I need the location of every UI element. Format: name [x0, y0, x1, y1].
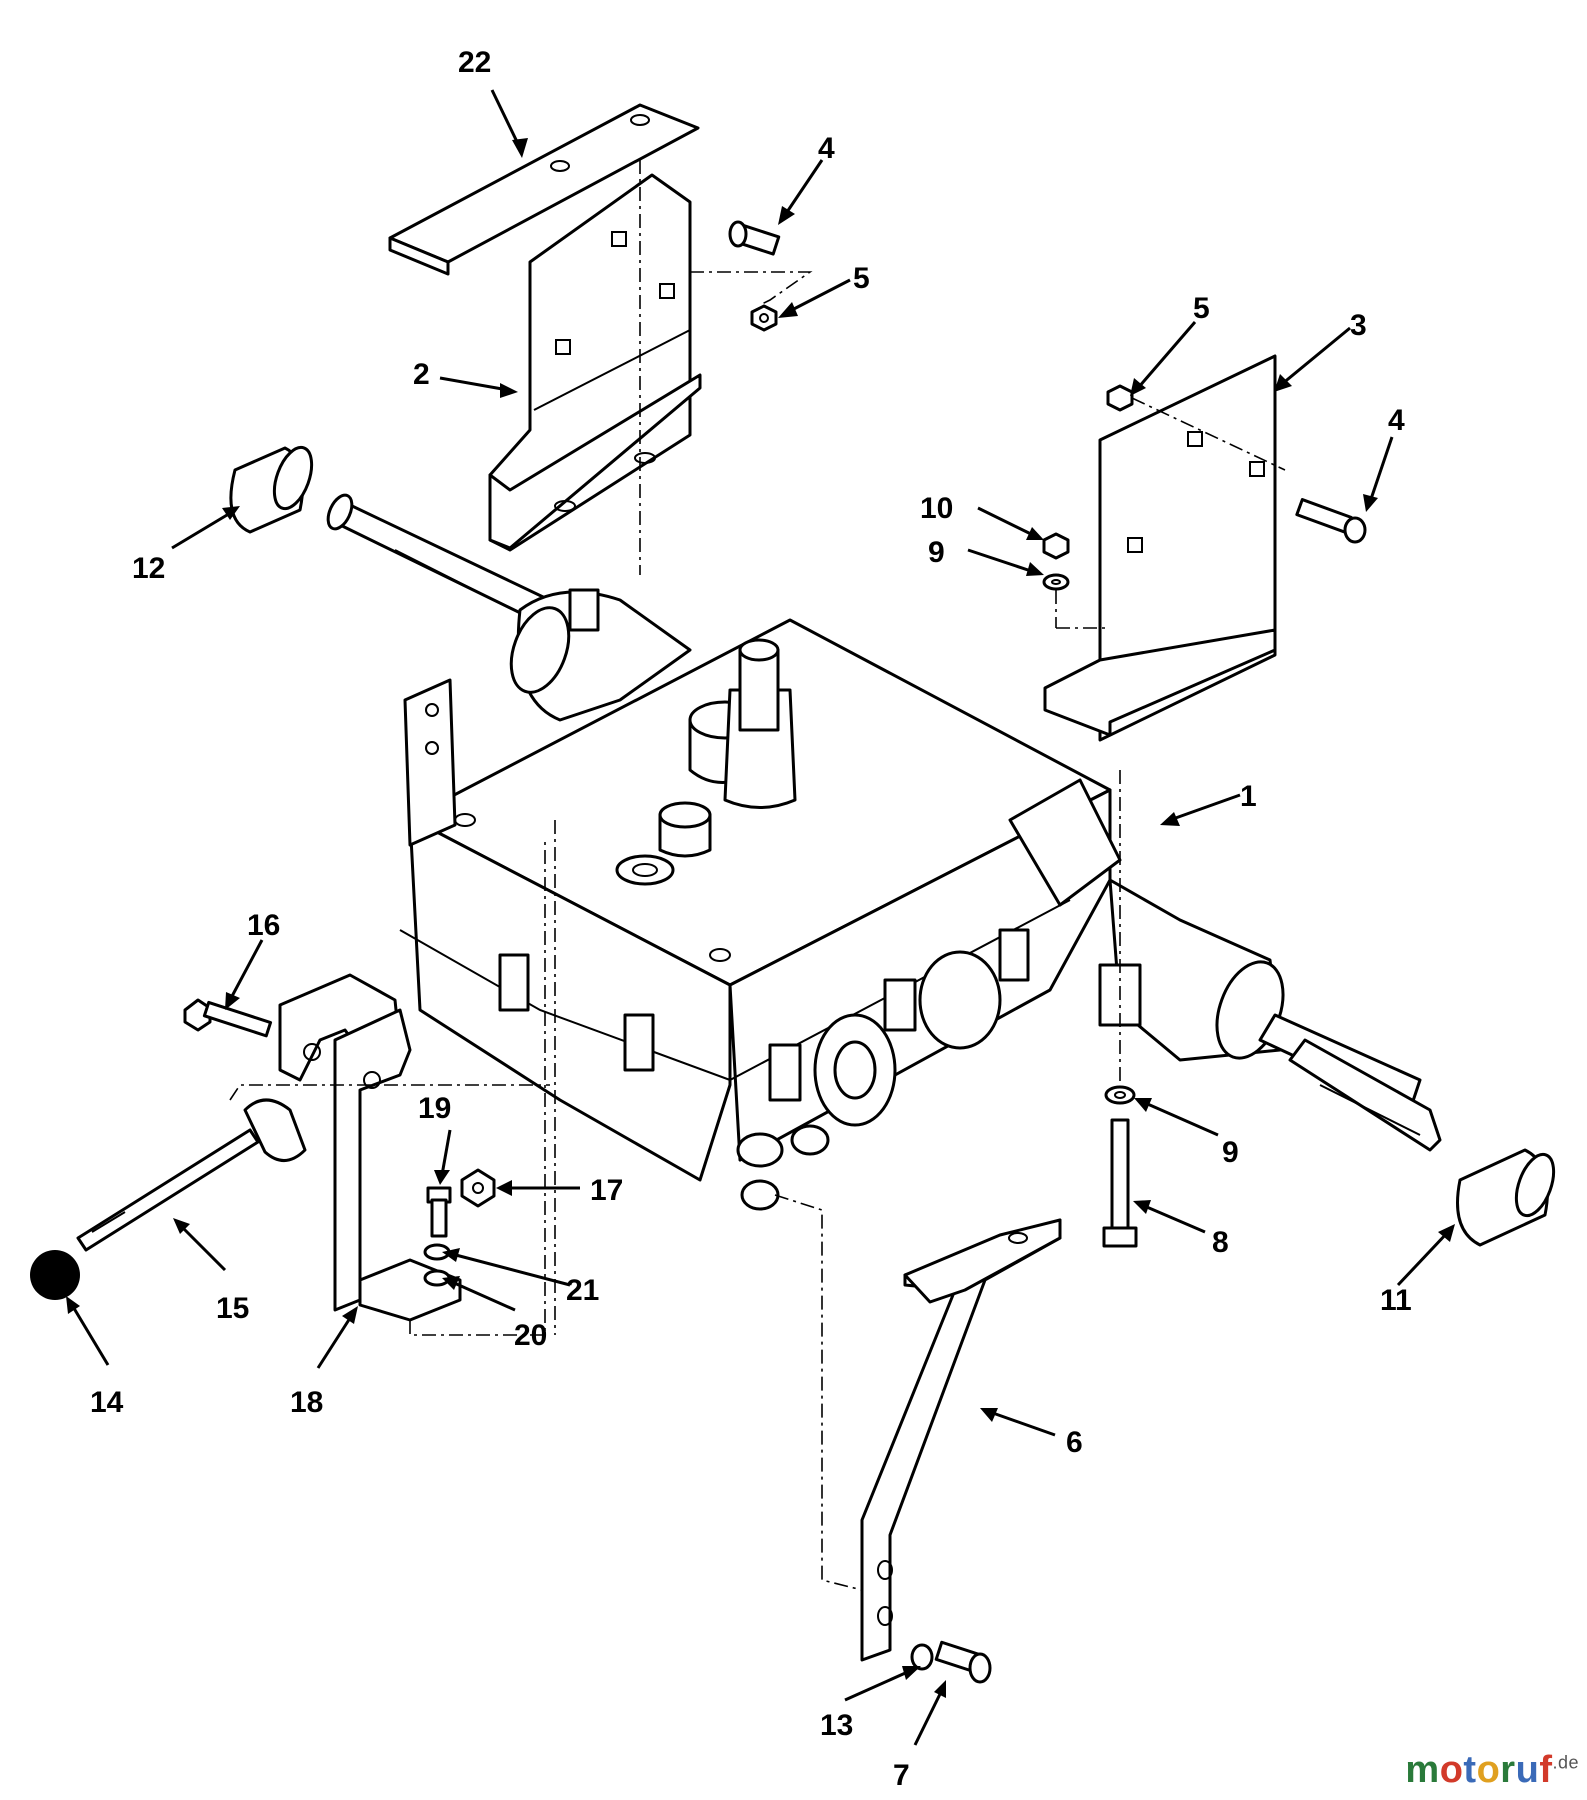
callout-12: 12 [132, 552, 165, 585]
part-16-bolt [183, 998, 273, 1038]
watermark-domain: .de [1552, 1752, 1579, 1773]
callout-8: 8 [1212, 1226, 1229, 1259]
watermark-letter: r [1500, 1749, 1516, 1791]
part-9-washer-upper [1042, 573, 1070, 591]
callout-16: 16 [247, 909, 280, 942]
part-5-nut-right [1106, 384, 1134, 412]
callout-20: 20 [514, 1319, 547, 1352]
watermark-letter: m [1405, 1749, 1440, 1791]
watermark-letter: o [1476, 1749, 1501, 1791]
callout-2: 2 [413, 358, 430, 391]
part-17-nut [460, 1168, 496, 1208]
callout-9-lower: 9 [1222, 1136, 1239, 1169]
part-8-bolt [1102, 1118, 1138, 1248]
part-13-washer [910, 1643, 934, 1671]
watermark-logo: motoruf.de [1405, 1749, 1579, 1792]
callout-4-upper: 4 [818, 132, 835, 165]
part-3-bracket [1043, 354, 1277, 742]
callout-10: 10 [920, 492, 953, 525]
part-6-bracket [860, 1218, 1062, 1662]
callout-21: 21 [566, 1274, 599, 1307]
part-12-bushing [229, 445, 314, 534]
callout-4-right: 4 [1388, 404, 1405, 437]
part-7-bolt [934, 1640, 992, 1684]
part-19-bolt [426, 1186, 452, 1238]
part-11-bushing [1456, 1148, 1556, 1247]
part-22-plate [388, 103, 700, 276]
callout-7: 7 [893, 1759, 910, 1792]
callout-9-upper: 9 [928, 536, 945, 569]
part-4-bolt-right [1295, 498, 1367, 544]
part-1-transaxle [399, 588, 1285, 1211]
callout-15: 15 [216, 1292, 249, 1325]
callout-18: 18 [290, 1386, 323, 1419]
callout-22: 22 [458, 46, 491, 79]
part-14-knob [30, 1250, 80, 1300]
callout-13: 13 [820, 1709, 853, 1742]
callout-labels: 22 4 5 2 5 3 4 10 9 12 1 16 19 17 21 20 … [90, 46, 1412, 1792]
callout-14: 14 [90, 1386, 124, 1419]
part-4-bolt-upper [728, 220, 781, 256]
callout-1: 1 [1240, 780, 1257, 813]
part-2-bracket [488, 173, 702, 552]
callout-5-right: 5 [1193, 292, 1210, 325]
watermark-letter: o [1439, 1749, 1464, 1791]
part-5-nut-upper [750, 304, 778, 332]
callout-17: 17 [590, 1174, 623, 1207]
right-axle-shaft [1258, 1013, 1442, 1152]
callout-11: 11 [1380, 1284, 1412, 1317]
callout-5-upper: 5 [853, 262, 870, 295]
callout-3: 3 [1350, 309, 1367, 342]
part-10-nut [1042, 532, 1070, 560]
watermark-letter: f [1539, 1749, 1553, 1791]
watermark-letter: t [1463, 1749, 1477, 1791]
part-18-bracket [278, 973, 462, 1322]
callout-6: 6 [1066, 1426, 1083, 1459]
leader-arrows [66, 89, 1455, 1746]
part-9-washer-lower [1104, 1085, 1136, 1105]
watermark-letter: u [1515, 1749, 1540, 1791]
part-15-shift-rod [76, 1098, 307, 1252]
callout-19: 19 [418, 1092, 451, 1125]
